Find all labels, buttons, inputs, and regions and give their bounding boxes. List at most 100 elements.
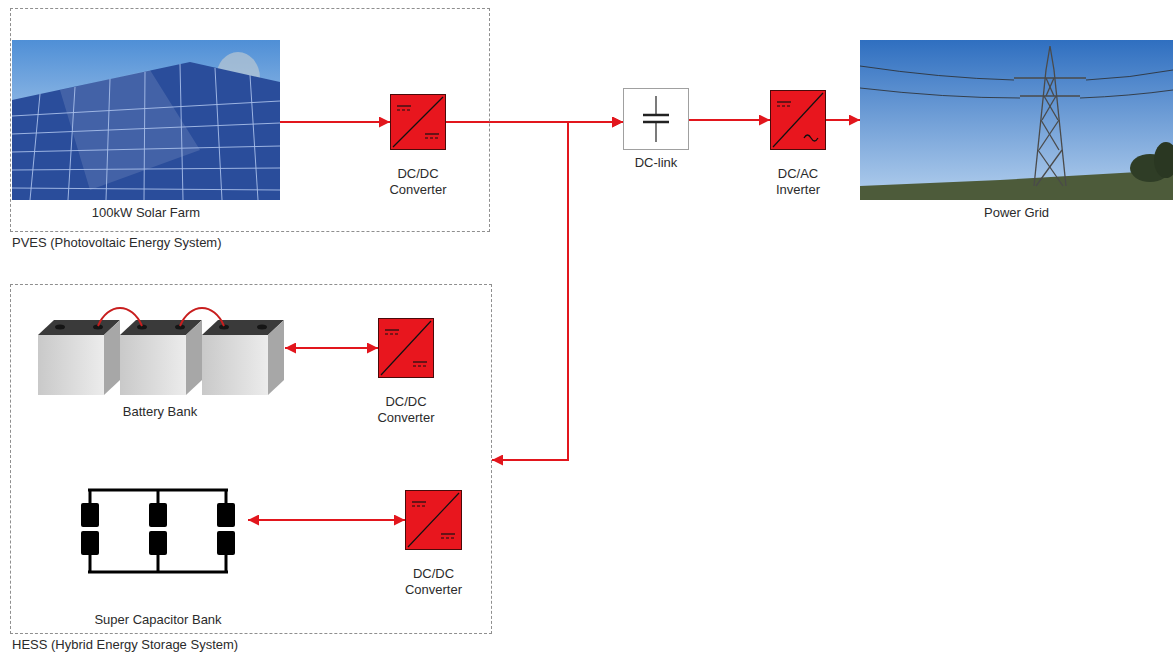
battery-picture [104, 320, 120, 395]
supercapacitor-symbol [89, 555, 92, 572]
supercapacitor-symbol [149, 503, 167, 527]
converter-symbol [385, 329, 399, 330]
power-grid-picture [1054, 70, 1066, 186]
power-flow-arrow [689, 119, 770, 121]
power-grid-picture [1034, 70, 1046, 186]
power-grid-picture [860, 170, 1173, 200]
converter-symbol [771, 91, 825, 149]
battery-picture [98, 308, 142, 326]
converter-symbol [385, 333, 399, 334]
converter-symbol [777, 101, 791, 102]
converter-symbol [406, 491, 461, 549]
node-label: DC/AC Inverter [758, 166, 838, 198]
solar-farm-picture [12, 188, 280, 190]
converter-box: DC/DC Converter [390, 94, 446, 150]
solar-farm-picture [12, 62, 280, 200]
battery-picture [38, 320, 120, 395]
power-flow-arrow [492, 122, 623, 460]
supercapacitor-symbol [225, 490, 228, 503]
battery-picture [186, 320, 202, 395]
node-label: DC-link [616, 155, 696, 171]
battery-picture [38, 308, 284, 395]
converter-symbol [773, 93, 823, 147]
converter-symbol [412, 505, 426, 506]
power-grid-picture [1042, 96, 1056, 120]
solar-farm-picture [60, 70, 200, 190]
converter-symbol [777, 105, 791, 106]
battery-picture [98, 308, 224, 326]
group-label: HESS (Hybrid Energy Storage System) [12, 637, 238, 653]
supercapacitor-symbol [89, 490, 92, 503]
converter-symbol [413, 365, 427, 366]
supercapacitor-symbol [157, 555, 160, 572]
converter-symbol [804, 135, 818, 141]
capacitor-symbol [643, 114, 669, 117]
power-flow-arrow [280, 121, 390, 123]
solar-farm-picture [12, 64, 280, 200]
power-grid-picture [1046, 78, 1054, 96]
power-grid-picture [1039, 120, 1059, 150]
solar-farm-picture [12, 40, 280, 200]
converter-symbol [393, 97, 443, 147]
power-grid-picture [1038, 150, 1063, 186]
power-flow-arrow [248, 519, 405, 521]
system-group: HESS (Hybrid Energy Storage System)Batte… [10, 284, 492, 634]
battery-picture [202, 320, 284, 395]
power-grid-picture [1080, 90, 1173, 98]
power-grid-picture [860, 66, 1173, 98]
power-grid-picture [1154, 142, 1173, 178]
dc-link-box: DC-link [623, 88, 689, 150]
solar-farm-picture [12, 168, 280, 170]
supercapacitor-symbol [81, 531, 99, 555]
converter-symbol [441, 537, 455, 538]
power-grid-picture [1044, 96, 1058, 120]
node-label: Power Grid [860, 205, 1173, 221]
power-grid-picture [1046, 46, 1054, 70]
converter-symbol [408, 493, 459, 547]
node-label: DC/DC Converter [378, 166, 458, 198]
power-grid-picture [1014, 77, 1086, 78]
solar-farm-picture [68, 87, 75, 200]
power-grid-picture [860, 40, 1173, 200]
power-grid: Power Grid [860, 40, 1173, 200]
battery-bank: Battery Bank [35, 298, 285, 398]
converter-symbol [413, 361, 427, 362]
solar-farm-picture [215, 68, 222, 200]
solar-farm-picture [12, 123, 280, 134]
solar-farm-picture [12, 40, 280, 200]
power-grid-picture [1014, 46, 1086, 186]
power-grid-picture [860, 88, 1020, 98]
power-grid-picture [1046, 78, 1054, 96]
converter-symbol [773, 93, 823, 147]
supercapacitor-symbol [88, 490, 228, 572]
supercapacitor-symbol [217, 503, 235, 527]
battery-picture [180, 308, 224, 326]
battery-picture [38, 335, 104, 395]
converter-symbol [425, 133, 439, 134]
battery-picture [120, 335, 186, 395]
power-grid-picture [1020, 95, 1080, 96]
solar-farm-picture [12, 101, 280, 116]
supercapacitor-symbol [157, 490, 160, 503]
supercapacitor-symbol [217, 531, 235, 555]
solar-farm: 100kW Solar Farm [12, 40, 280, 200]
solar-farm-picture [180, 64, 183, 200]
supercapacitor-bank: Super Capacitor Bank [68, 486, 248, 576]
converter-symbol [412, 501, 426, 502]
battery-picture [202, 335, 268, 395]
power-flow-arrow [826, 119, 860, 121]
node-label: Battery Bank [35, 404, 285, 420]
power-grid-picture [860, 40, 1173, 200]
battery-picture [55, 325, 65, 330]
node-label: 100kW Solar Farm [12, 205, 280, 221]
converter-symbol [381, 321, 431, 375]
converter-box: DC/DC Converter [378, 318, 434, 378]
converter-symbol [393, 97, 443, 147]
converter-symbol [381, 321, 431, 375]
battery-picture [120, 320, 202, 395]
group-label: PVES (Photovoltaic Energy System) [12, 235, 222, 251]
converter-symbol [425, 137, 439, 138]
solar-farm-picture [30, 94, 40, 200]
